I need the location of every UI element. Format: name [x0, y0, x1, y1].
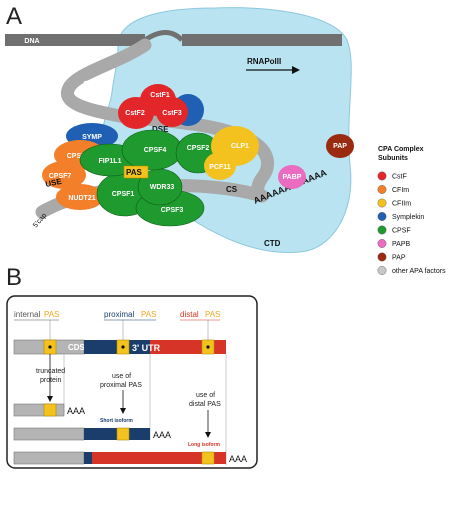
utr-label: 3' UTR	[132, 343, 161, 353]
dna-bar-right	[182, 34, 342, 46]
legend-swatch	[377, 252, 387, 262]
iso2-pas	[116, 427, 130, 441]
nudt21-subunit	[56, 184, 104, 210]
panel-b-frame	[6, 295, 258, 469]
pcf11-label: PCF11	[209, 164, 231, 171]
cpsf2-label: CPSF2	[187, 145, 210, 152]
legend-swatch	[377, 266, 387, 275]
iso1-polya: AAA	[67, 406, 85, 416]
distal-arrow-head	[205, 432, 211, 438]
short-isoform-label: Short isoform	[100, 418, 133, 424]
distal-pas-word: PAS	[205, 310, 220, 319]
cds-label: CDS	[68, 343, 86, 352]
cpsf4-label: CPSF4	[144, 147, 167, 154]
iso3-utr-proximal	[84, 452, 92, 464]
ctd-label: CTD	[264, 239, 281, 248]
dna-channel	[143, 30, 184, 43]
proximal-pas-word: PAS	[141, 310, 156, 319]
cstf2-subunit	[118, 97, 154, 129]
internal-pas-dot	[48, 345, 52, 349]
legend-label: Symplekin	[392, 214, 424, 221]
legend-label: CFIIm	[392, 201, 411, 208]
nudt21-label: NUDT21	[68, 195, 95, 202]
cs-label: CS	[226, 185, 238, 194]
legend-label: other APA factors	[392, 268, 446, 275]
legend-label: PAP	[392, 255, 406, 262]
symplekin-label: SYMP	[82, 134, 102, 141]
legend-swatch	[377, 171, 387, 181]
legend-label: CPSF	[392, 228, 411, 235]
pas-box	[123, 165, 149, 179]
distal-pas-dot	[206, 345, 210, 349]
dse-label: DSE	[152, 125, 169, 134]
internal-pas-word: PAS	[44, 310, 59, 319]
cstf3-subunit	[156, 97, 188, 127]
cstf3-label: CstF3	[162, 110, 182, 117]
legend-title-line2: Subunits	[378, 155, 408, 162]
fip1l1-label: FIP1L1	[99, 158, 122, 165]
pap-subunit	[326, 134, 354, 158]
pcf11-subunit	[204, 152, 236, 180]
iso3-polya: AAA	[229, 454, 247, 464]
internal-word: internal	[14, 310, 40, 319]
clp1-label: CLP1	[231, 143, 249, 150]
pabp-subunit	[278, 165, 306, 189]
dna-label: DNA	[24, 38, 39, 45]
dna-bar-left	[5, 34, 145, 46]
legend-swatch	[377, 185, 387, 194]
proximal-word: proximal	[104, 310, 134, 319]
rna-label: RNA	[83, 77, 100, 88]
proximal-use-line1: use of	[112, 373, 131, 380]
long-isoform-label: Long isoform	[188, 442, 220, 448]
iso2-cds	[13, 427, 85, 441]
legend-swatch	[377, 239, 387, 248]
legend-title-line1: CPA Complex	[378, 146, 424, 153]
distal-use-line1: use of	[196, 392, 215, 399]
legend-swatch	[377, 198, 387, 208]
iso1-pas	[43, 403, 57, 417]
utr-distal-block	[150, 340, 226, 354]
iso3-pas	[201, 451, 215, 465]
cstf1-label: CstF1	[150, 92, 170, 99]
truncated-line2: protein	[40, 377, 62, 384]
cstf2-label: CstF2	[125, 110, 145, 117]
wdr33-label: WDR33	[150, 184, 175, 191]
cpsf3-label: CPSF3	[161, 207, 184, 214]
distal-word: distal	[180, 310, 199, 319]
panel-a-letter: A	[6, 3, 22, 30]
legend-label: PAPB	[392, 241, 410, 248]
iso2-polya: AAA	[153, 430, 171, 440]
iso1-cds	[13, 403, 65, 417]
legend-swatch	[377, 212, 387, 221]
pas-label: PAS	[126, 168, 143, 177]
truncated-line1: truncated	[36, 368, 65, 375]
rnapol-ii-label: RNAPolII	[247, 57, 281, 66]
distal-use-line2: distal PAS	[189, 401, 221, 408]
internal-arrow-head	[47, 396, 53, 402]
use-label: USE	[45, 177, 64, 189]
proximal-use-line2: proximal PAS	[100, 382, 142, 389]
rnapol-ii-arrow-head	[292, 66, 300, 74]
proximal-arrow-head	[120, 408, 126, 414]
pap-label: PAP	[333, 143, 347, 150]
iso3-cds	[13, 451, 85, 465]
cpsf1-label: CPSF1	[112, 191, 135, 198]
iso3-utr	[92, 452, 226, 464]
legend-label: CstF	[392, 174, 407, 181]
cpsf7-subunit	[42, 161, 86, 189]
proximal-pas-dot	[121, 345, 125, 349]
cpsf7-label: CPSF7	[49, 173, 72, 180]
panel-b-letter: B	[6, 264, 22, 291]
legend-swatch	[377, 225, 387, 235]
cpsf6-label: CPSF6	[67, 153, 90, 160]
legend-label: CFIm	[392, 187, 409, 194]
pabp-label: PABP	[283, 174, 302, 181]
